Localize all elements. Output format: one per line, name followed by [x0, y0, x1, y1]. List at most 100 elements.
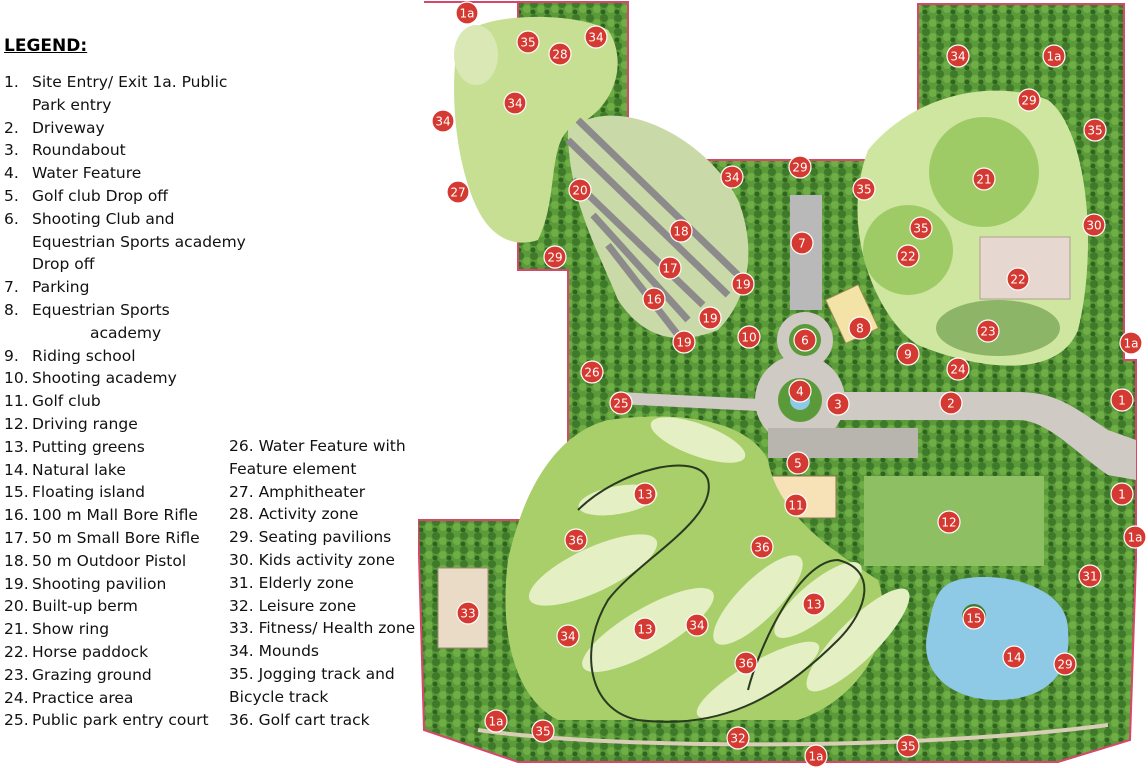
map-marker-33: 33 — [456, 601, 480, 625]
map-marker-1a: 1a — [484, 709, 508, 733]
legend-item: 25.Public park entry court — [4, 709, 209, 732]
marker-label: 1a — [809, 750, 824, 764]
marker-badge — [793, 328, 817, 352]
marker-label: 34 — [507, 97, 522, 111]
marker-label: 29 — [547, 251, 562, 265]
marker-badge — [976, 319, 1000, 343]
marker-badge — [720, 165, 744, 189]
marker-badge — [1083, 118, 1107, 142]
map-marker-1a: 1a — [1123, 525, 1147, 549]
legend-item: 26. Water Feature with — [229, 437, 406, 455]
legend-item-number: 1. — [4, 73, 19, 91]
map-marker-36: 36 — [564, 528, 588, 552]
marker-label: 18 — [673, 225, 688, 239]
legend-item-text: Golf club Drop off — [32, 187, 168, 205]
legend-item: 1.Site Entry/ Exit 1a. Public — [4, 71, 227, 94]
marker-badge — [431, 109, 455, 133]
marker-label: 13 — [637, 623, 652, 637]
marker-label: 22 — [1010, 273, 1025, 287]
legend-item-text: Floating island — [32, 483, 146, 502]
legend-item-number: 15. — [4, 483, 29, 502]
map-marker-18: 18 — [669, 219, 693, 243]
marker-badge — [455, 1, 479, 25]
marker-label: 34 — [950, 50, 965, 64]
driveway — [808, 392, 1136, 480]
map-marker-13: 13 — [633, 617, 657, 641]
marker-badge — [786, 451, 810, 475]
legend-item: 33. Fitness/ Health zone — [229, 619, 416, 638]
marker-label: 35 — [520, 36, 535, 50]
legend-item: 35. Jogging track and — [229, 665, 395, 683]
legend-item-number: 18. — [4, 551, 29, 570]
map-marker-22: 22 — [1006, 267, 1030, 291]
map-marker-4: 4 — [788, 379, 812, 403]
map-marker-2: 2 — [939, 391, 963, 415]
marker-label: 34 — [435, 115, 450, 129]
map-marker-31: 31 — [1078, 564, 1102, 588]
map-marker-14: 14 — [1002, 645, 1026, 669]
legend-item: 24.Practice area — [4, 687, 133, 710]
map-marker-1a: 1a — [804, 744, 828, 768]
marker-label: 7 — [798, 237, 806, 251]
marker-label: 6 — [801, 334, 809, 348]
legend-item-number: 12. — [4, 415, 29, 433]
marker-badge — [568, 178, 592, 202]
legend-item: 13.Putting greens — [4, 436, 145, 459]
legend-item-number: 17. — [4, 529, 29, 547]
marker-label: 25 — [613, 397, 628, 411]
marker-label: 1a — [460, 7, 475, 21]
map-marker-29: 29 — [543, 245, 567, 269]
map-marker-13: 13 — [802, 592, 826, 616]
marker-badge — [896, 244, 920, 268]
marker-badge — [642, 287, 666, 311]
marker-badge — [788, 379, 812, 403]
map-marker-5: 5 — [786, 451, 810, 475]
map-marker-13: 13 — [633, 482, 657, 506]
legend-item-text: Driveway — [32, 118, 105, 137]
legend-item-text: Shooting Club and — [32, 209, 175, 228]
marker-badge — [1110, 388, 1134, 412]
marker-label: 35 — [900, 740, 915, 754]
marker-label: 1a — [1047, 50, 1062, 64]
marker-badge — [609, 391, 633, 415]
map-marker-16: 16 — [642, 287, 666, 311]
legend-item-text: Grazing ground — [32, 665, 152, 684]
marker-badge — [826, 392, 850, 416]
legend-item-number: 22. — [4, 643, 29, 661]
marker-label: 2 — [947, 397, 955, 411]
marker-label: 19 — [702, 312, 717, 326]
legend-item: 34. Mounds — [229, 642, 319, 661]
activity-lawn — [454, 25, 498, 85]
legend-item: 3. Roundabout — [4, 139, 126, 162]
legend-item-number: 3. — [4, 141, 19, 160]
map-marker-34: 34 — [556, 624, 580, 648]
legend-item: 29. Seating pavilions — [229, 528, 392, 547]
map-marker-29: 29 — [788, 155, 812, 179]
map-marker-24: 24 — [946, 357, 970, 381]
legend-item-text: 50 m Small Bore Rifle — [32, 529, 200, 547]
marker-label: 35 — [856, 183, 871, 197]
marker-badge — [804, 744, 828, 768]
marker-badge — [790, 231, 814, 255]
legend-item-text: Roundabout — [32, 141, 126, 160]
legend-item: 17.50 m Small Bore Rifle — [4, 527, 200, 550]
legend-item: 36. Golf cart track — [229, 710, 370, 729]
legend-item: 19.Shooting pavilion — [4, 573, 166, 596]
map-marker-34: 34 — [584, 25, 608, 49]
legend-item-number: 9. — [4, 346, 19, 365]
legend-item: 15.Floating island — [4, 481, 145, 504]
marker-label: 34 — [588, 31, 603, 45]
legend-item-continuation: Drop off — [32, 255, 95, 274]
marker-badge — [726, 726, 750, 750]
shooting-lanes — [565, 117, 741, 338]
marker-badge — [802, 592, 826, 616]
map-marker-10: 10 — [737, 325, 761, 349]
marker-label: 36 — [738, 657, 753, 671]
map-marker-26: 26 — [580, 360, 604, 384]
legend-item: 2.Driveway — [4, 117, 105, 140]
legend-item-text: 100 m Mall Bore Rifle — [32, 506, 198, 525]
legend-item-text: Built-up berm — [32, 597, 138, 616]
marker-badge — [1119, 331, 1143, 355]
